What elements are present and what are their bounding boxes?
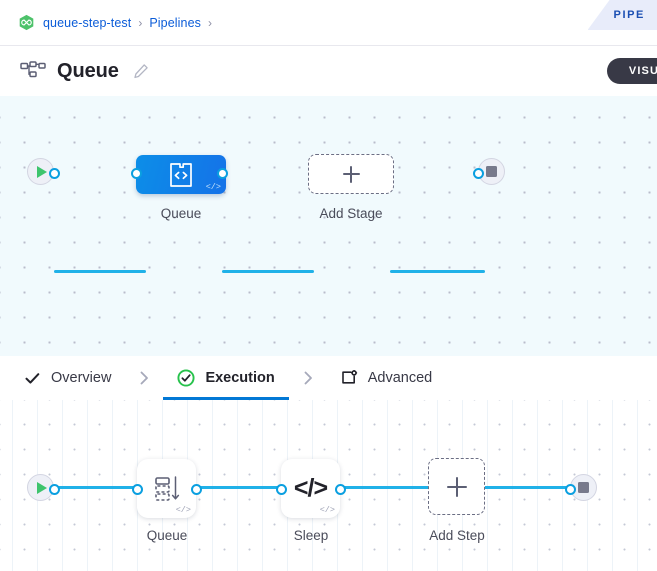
step-node-queue[interactable]: </>	[137, 459, 196, 518]
pencil-edit-icon[interactable]	[133, 63, 149, 79]
tab-separator-1	[139, 371, 149, 385]
stage-node-queue[interactable]: </>	[136, 155, 226, 194]
edge-start-to-queue-stage	[54, 270, 146, 273]
tab-execution[interactable]: Execution	[163, 356, 290, 400]
edge-add-stage-to-end	[390, 270, 485, 273]
code-slash-icon: </>	[293, 474, 328, 502]
check-icon	[25, 372, 40, 384]
queue-stack-icon	[154, 475, 179, 501]
check-circle-green-icon	[177, 369, 195, 387]
edge-start-to-queue-step	[54, 486, 142, 489]
tab-execution-label: Execution	[205, 370, 275, 386]
stage-queue-input-port[interactable]	[131, 168, 142, 179]
edge-queue-step-to-sleep	[192, 486, 284, 489]
stage-end-port[interactable]	[473, 168, 484, 179]
edge-add-step-to-end	[483, 486, 576, 489]
page-title: Queue	[57, 59, 119, 82]
breadcrumb-separator-2: ›	[208, 15, 212, 30]
step-graph-canvas[interactable]: </> Queue </> </> Sleep Add Step	[0, 400, 657, 571]
step-node-sleep[interactable]: </> </>	[281, 459, 340, 518]
visual-button-label: VISU	[628, 65, 657, 77]
step-node-queue-label: Queue	[146, 528, 188, 543]
step-node-sleep-label: Sleep	[293, 528, 329, 543]
tab-advanced-label: Advanced	[367, 370, 433, 386]
tab-overview[interactable]: Overview	[22, 356, 113, 400]
add-stage-label: Add Stage	[319, 206, 383, 221]
tab-advanced[interactable]: Advanced	[339, 356, 435, 400]
chevron-right-icon-2	[304, 371, 312, 385]
step-sleep-output-port[interactable]	[335, 484, 346, 495]
stage-queue-output-port[interactable]	[217, 168, 228, 179]
step-start-node[interactable]	[27, 474, 54, 501]
stage-config-tabs: Overview Execution Advanc	[0, 356, 657, 400]
play-start-icon	[37, 481, 47, 494]
step-queue-code-badge: </>	[175, 505, 191, 515]
step-end-port[interactable]	[565, 484, 576, 495]
tab-separator-2	[303, 371, 313, 385]
stop-end-icon	[486, 166, 497, 177]
stage-code-badge: </>	[205, 182, 221, 192]
add-step-node[interactable]	[428, 458, 485, 515]
breadcrumb-link-pipelines[interactable]: Pipelines	[149, 15, 201, 30]
plus-icon-bar	[446, 485, 467, 488]
stage-node-queue-label: Queue	[160, 206, 202, 221]
pipelines-module-tab-label: PIPE	[613, 9, 645, 21]
advanced-card-gear-icon	[341, 370, 357, 384]
chevron-right-icon	[141, 371, 149, 385]
add-step-label: Add Step	[429, 528, 485, 543]
step-queue-output-port[interactable]	[191, 484, 202, 495]
step-sleep-code-badge: </>	[319, 505, 335, 515]
step-sleep-input-port[interactable]	[276, 484, 287, 495]
stop-end-icon	[578, 482, 589, 493]
pipeline-graph-icon	[20, 61, 46, 78]
step-start-port[interactable]	[49, 484, 60, 495]
tab-overview-label: Overview	[51, 370, 112, 386]
page-header: Queue	[0, 46, 657, 96]
edge-queue-stage-to-add-stage	[222, 270, 314, 273]
plus-icon-bar	[342, 173, 360, 175]
harness-hexagon-icon	[19, 14, 34, 31]
play-start-icon	[37, 165, 47, 178]
breadcrumb-separator-1: ›	[138, 15, 143, 30]
stage-graph-canvas[interactable]: </> Queue Add Stage	[0, 96, 657, 356]
breadcrumb-link-project[interactable]: queue-step-test	[43, 15, 132, 30]
edge-sleep-to-add-step	[337, 486, 433, 489]
stage-start-port[interactable]	[49, 168, 60, 179]
add-stage-node[interactable]	[308, 154, 394, 194]
visual-yaml-toggle-button[interactable]: VISU	[606, 58, 657, 84]
code-file-icon	[170, 162, 192, 187]
step-queue-input-port[interactable]	[132, 484, 143, 495]
breadcrumb-bar: queue-step-test › Pipelines ›	[0, 0, 657, 46]
